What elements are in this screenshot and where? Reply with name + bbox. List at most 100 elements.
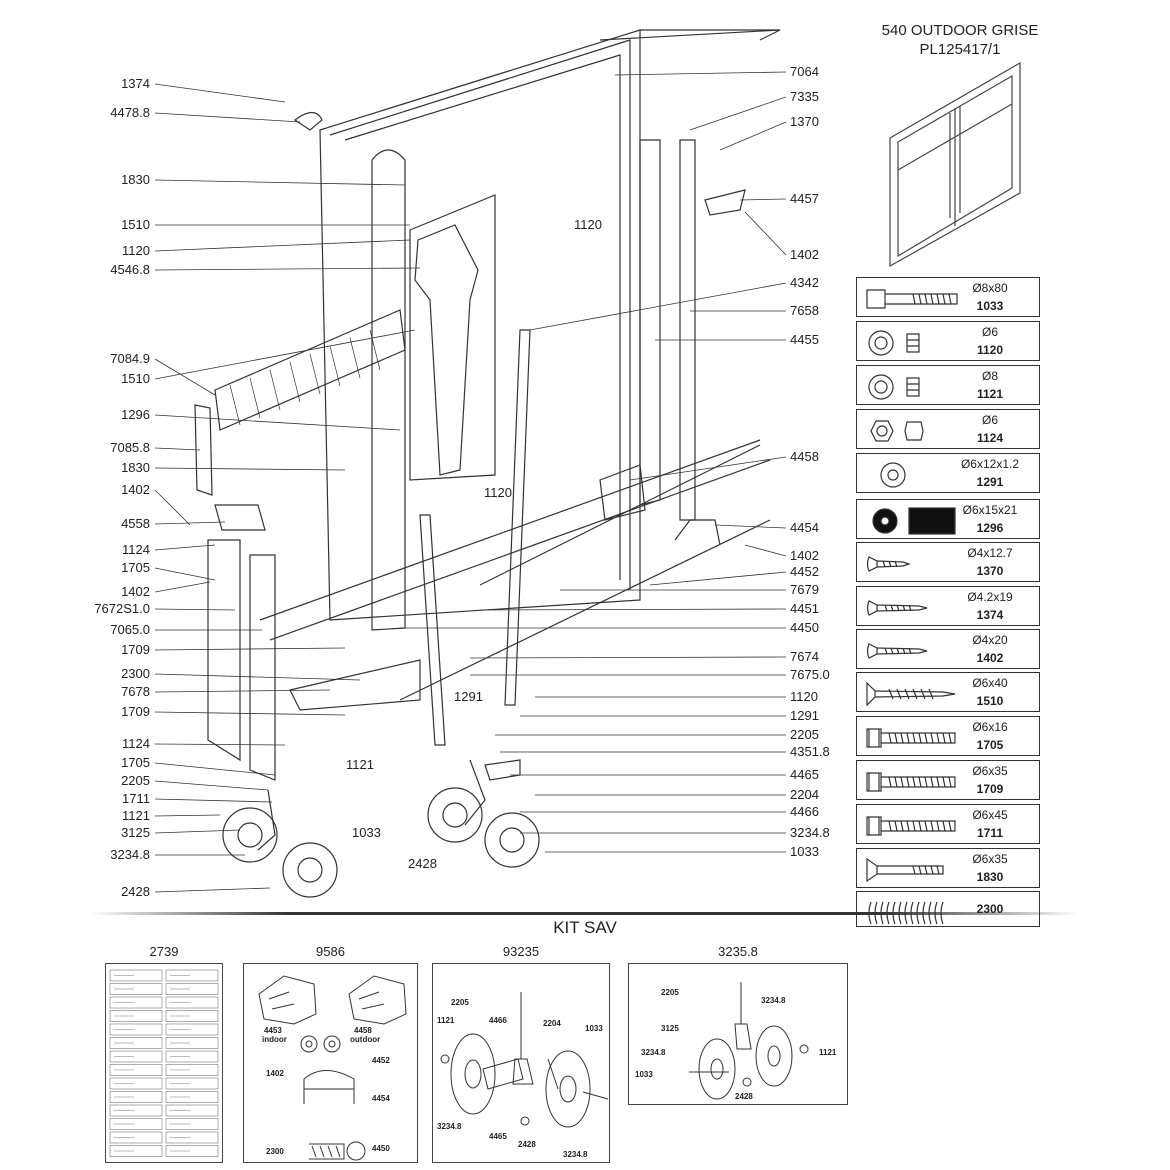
callout-right-7679: 7679 <box>790 582 819 597</box>
part-code: 1374 <box>976 608 1004 622</box>
callout-left-3234-8: 3234.8 <box>110 847 150 862</box>
part-spec: Ø6x15x21 <box>962 503 1018 517</box>
kit-number-3235-8: 3235.8 <box>718 944 758 959</box>
kit-number-93235: 93235 <box>502 944 540 959</box>
part-code: 1121 <box>976 387 1004 401</box>
kit-3235-label-1033: 1033 <box>635 1070 653 1079</box>
part-code: 1711 <box>976 826 1004 840</box>
kit-93235-label-2428: 2428 <box>518 1140 536 1149</box>
part-code: 1705 <box>976 738 1004 752</box>
callout-left-1705: 1705 <box>121 560 150 575</box>
part-1296: Ø6x15x21 1296 <box>856 499 1040 539</box>
callout-left-7065-0: 7065.0 <box>110 622 150 637</box>
kit-93235-label-4465: 4465 <box>489 1132 507 1141</box>
kit-3235-8-drawing <box>689 982 809 1100</box>
callout-right-1033: 1033 <box>790 844 819 859</box>
part-spec: Ø6 <box>981 325 998 339</box>
kit-number-2739: 2739 <box>149 944 179 959</box>
kit-93235-label-1121: 1121 <box>437 1016 455 1025</box>
kit-9586-label-indoor: indoor <box>262 1035 287 1044</box>
callout-right-2204: 2204 <box>790 787 819 802</box>
callout-right-1402: 1402 <box>790 548 819 563</box>
callout-right-4452: 4452 <box>790 564 819 579</box>
kit-sav-title: KIT SAV <box>553 918 617 937</box>
callout-right-1370: 1370 <box>790 114 819 129</box>
kit-93235-label-2204: 2204 <box>543 1019 561 1028</box>
callout-left-1124: 1124 <box>122 736 150 751</box>
part-spec: Ø4x12.7 <box>967 546 1013 560</box>
table-top-thumbnail <box>889 61 1021 268</box>
callout-left-1374: 1374 <box>121 76 150 91</box>
callout-left-4478-8: 4478.8 <box>110 105 150 120</box>
callout-inner-1120: 1120 <box>574 217 602 232</box>
part-spec: Ø8 <box>981 369 998 383</box>
part-code: 1830 <box>976 870 1004 884</box>
callout-left-1830: 1830 <box>121 172 150 187</box>
kit-9586-drawing <box>258 975 407 1161</box>
section-divider <box>90 912 1080 915</box>
product-title: 540 OUTDOOR GRISE <box>881 22 1039 39</box>
callout-right-4458: 4458 <box>790 449 819 464</box>
callout-left-7672S1-0: 7672S1.0 <box>94 601 150 616</box>
callout-inner-1291: 1291 <box>454 689 483 704</box>
kit-93235-label-1033: 1033 <box>585 1024 603 1033</box>
kit-3235-8-panel: 2205 3234.8 3125 3234.8 1121 1033 2428 <box>628 963 848 1105</box>
part-code: 1033 <box>976 299 1004 313</box>
callout-left-1402: 1402 <box>121 482 150 497</box>
product-reference: PL125417/1 <box>919 41 1001 58</box>
kit-9586-panel: 4453 indoor 4458 outdoor 4452 1402 4454 … <box>243 963 418 1163</box>
callout-inner-2428: 2428 <box>408 856 437 871</box>
callout-right-1120: 1120 <box>790 689 818 704</box>
part-spec: Ø4.2x19 <box>967 590 1013 604</box>
kit-9586-label-4452: 4452 <box>372 1056 390 1065</box>
kit-3235-label-3234-8-top: 3234.8 <box>761 996 786 1005</box>
callout-right-4342: 4342 <box>790 275 819 290</box>
part-1711: Ø6x45 1711 <box>856 804 1040 844</box>
callout-right-4454: 4454 <box>790 520 819 535</box>
part-code: 1291 <box>976 475 1004 489</box>
callout-right-1402: 1402 <box>790 247 819 262</box>
kit-2739-panel <box>105 963 223 1163</box>
callout-inner-1033: 1033 <box>352 825 381 840</box>
kit-93235-panel: 2205 1121 4466 2204 1033 3234.8 4465 242… <box>432 963 610 1163</box>
part-1370: Ø4x12.7 1370 <box>856 542 1040 582</box>
callout-right-4465: 4465 <box>790 767 819 782</box>
callout-left-1510: 1510 <box>121 217 150 232</box>
exploded-assembly-drawing <box>154 29 787 898</box>
part-code: 1296 <box>976 521 1004 535</box>
callout-right-7658: 7658 <box>790 303 819 318</box>
kit-93235-label-2205: 2205 <box>451 998 469 1007</box>
kit-3235-label-2205: 2205 <box>661 988 679 997</box>
callout-left-1296: 1296 <box>121 407 150 422</box>
kit-9586-label-outdoor: outdoor <box>350 1035 381 1044</box>
callout-left-1711: 1711 <box>122 791 150 806</box>
mini-parts-sheet-icon <box>109 969 219 1157</box>
callout-left-1121: 1121 <box>122 808 150 823</box>
callout-right-7674: 7674 <box>790 649 819 664</box>
callout-left-4546-8: 4546.8 <box>110 262 150 277</box>
callout-right-7675-0: 7675.0 <box>790 667 830 682</box>
part-1374: Ø4.2x19 1374 <box>856 586 1040 626</box>
part-spec: Ø6x45 <box>972 808 1008 822</box>
kit-93235-label-3234-8-left: 3234.8 <box>437 1122 462 1131</box>
part-1121: Ø8 1121 <box>856 365 1040 405</box>
callout-left-1510: 1510 <box>121 371 150 386</box>
callout-right-4466: 4466 <box>790 804 819 819</box>
kit-3235-label-3125: 3125 <box>661 1024 679 1033</box>
callout-right-4457: 4457 <box>790 191 819 206</box>
part-spec: Ø6x40 <box>972 676 1008 690</box>
kit-3235-label-3234-8-left: 3234.8 <box>641 1048 666 1057</box>
callout-right-4351-8: 4351.8 <box>790 744 830 759</box>
callout-left-1120: 1120 <box>122 243 150 258</box>
callout-right-4455: 4455 <box>790 332 819 347</box>
kit-number-9586: 9586 <box>316 944 345 959</box>
part-code: 1370 <box>976 564 1004 578</box>
callout-right-2205: 2205 <box>790 727 819 742</box>
kit-93235-drawing <box>440 992 609 1128</box>
